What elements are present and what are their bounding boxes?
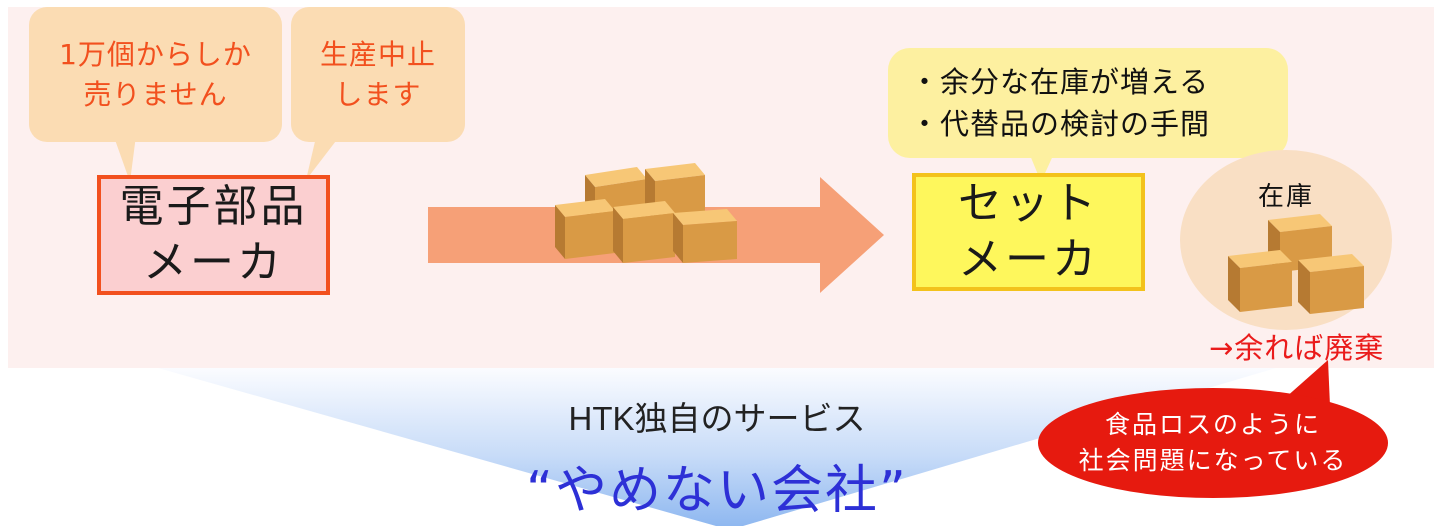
waste-note: →余れば廃棄	[1209, 331, 1385, 365]
set-maker-line1: セット	[958, 178, 1099, 229]
cardboard-boxes-icon	[1228, 214, 1364, 314]
set-maker-issues-bubble: ・余分な在庫が増える ・代替品の検討の手間	[888, 48, 1288, 158]
parts-maker-box: 電子部品 メーカ	[97, 175, 330, 295]
inventory-label: 在庫	[1257, 182, 1314, 212]
discontinue-line1: 生産中止	[319, 37, 436, 71]
parts-maker-line2: メーカ	[143, 237, 284, 288]
cardboard-boxes-icon	[555, 163, 737, 263]
set-maker-line2: メーカ	[958, 234, 1099, 285]
social-issue-line2: 社会問題になっている	[1078, 446, 1348, 475]
service-name: “やめない会社”	[526, 461, 908, 521]
set-maker-box: セット メーカ	[912, 173, 1145, 291]
social-issue-line1: 食品ロスのように	[1104, 410, 1321, 439]
min-order-line1: 1万個からしか	[59, 37, 252, 71]
discontinue-bubble: 生産中止 します	[291, 7, 465, 142]
parts-maker-line1: 電子部品	[119, 181, 308, 232]
social-issue-bubble: 食品ロスのように 社会問題になっている	[1038, 388, 1388, 498]
issue-line2: ・代替品の検討の手間	[910, 107, 1211, 141]
discontinue-line2: します	[334, 77, 422, 111]
service-chevron	[158, 368, 1276, 526]
service-title: HTK独自のサービス	[568, 400, 866, 437]
issue-line1: ・余分な在庫が増える	[910, 65, 1210, 99]
min-order-bubble: 1万個からしか 売りません	[29, 7, 282, 142]
min-order-line2: 売りません	[83, 77, 228, 111]
